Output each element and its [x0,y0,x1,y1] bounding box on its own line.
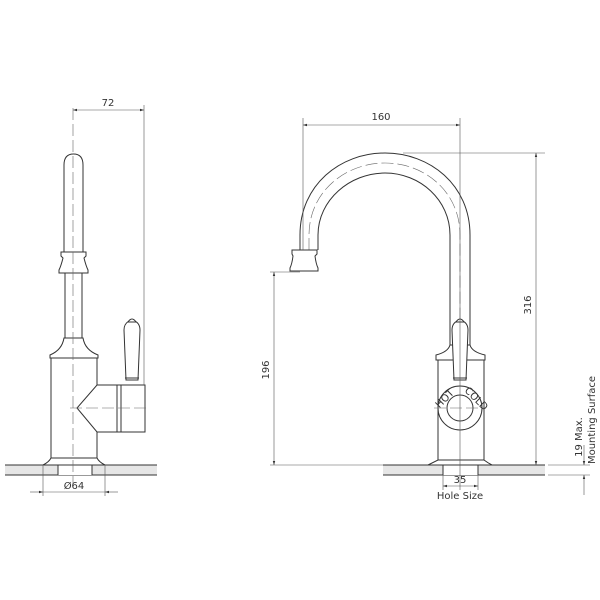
front-view: HOT COLD 160 316 196 35 Hole Size 19 Max… [261,112,598,502]
faucet-front: HOT COLD [289,152,493,466]
mounting-hole [443,465,478,475]
height-dimension: 316 [523,295,534,314]
width-dimension: 72 [102,98,115,109]
mounting-surface-label: Mounting Surface [587,376,598,464]
hole-dimension: 35 [454,475,467,486]
mounting-max-dimension: 19 Max. [574,417,585,457]
side-view: 72 Ø64 [5,98,157,496]
mounting-hole [58,465,92,475]
base-diameter-dimension: Ø64 [64,480,85,492]
reach-dimension: 160 [371,112,390,123]
faucet-side [42,153,146,466]
spout-height-dimension: 196 [261,360,272,379]
hole-size-label: Hole Size [437,491,483,502]
